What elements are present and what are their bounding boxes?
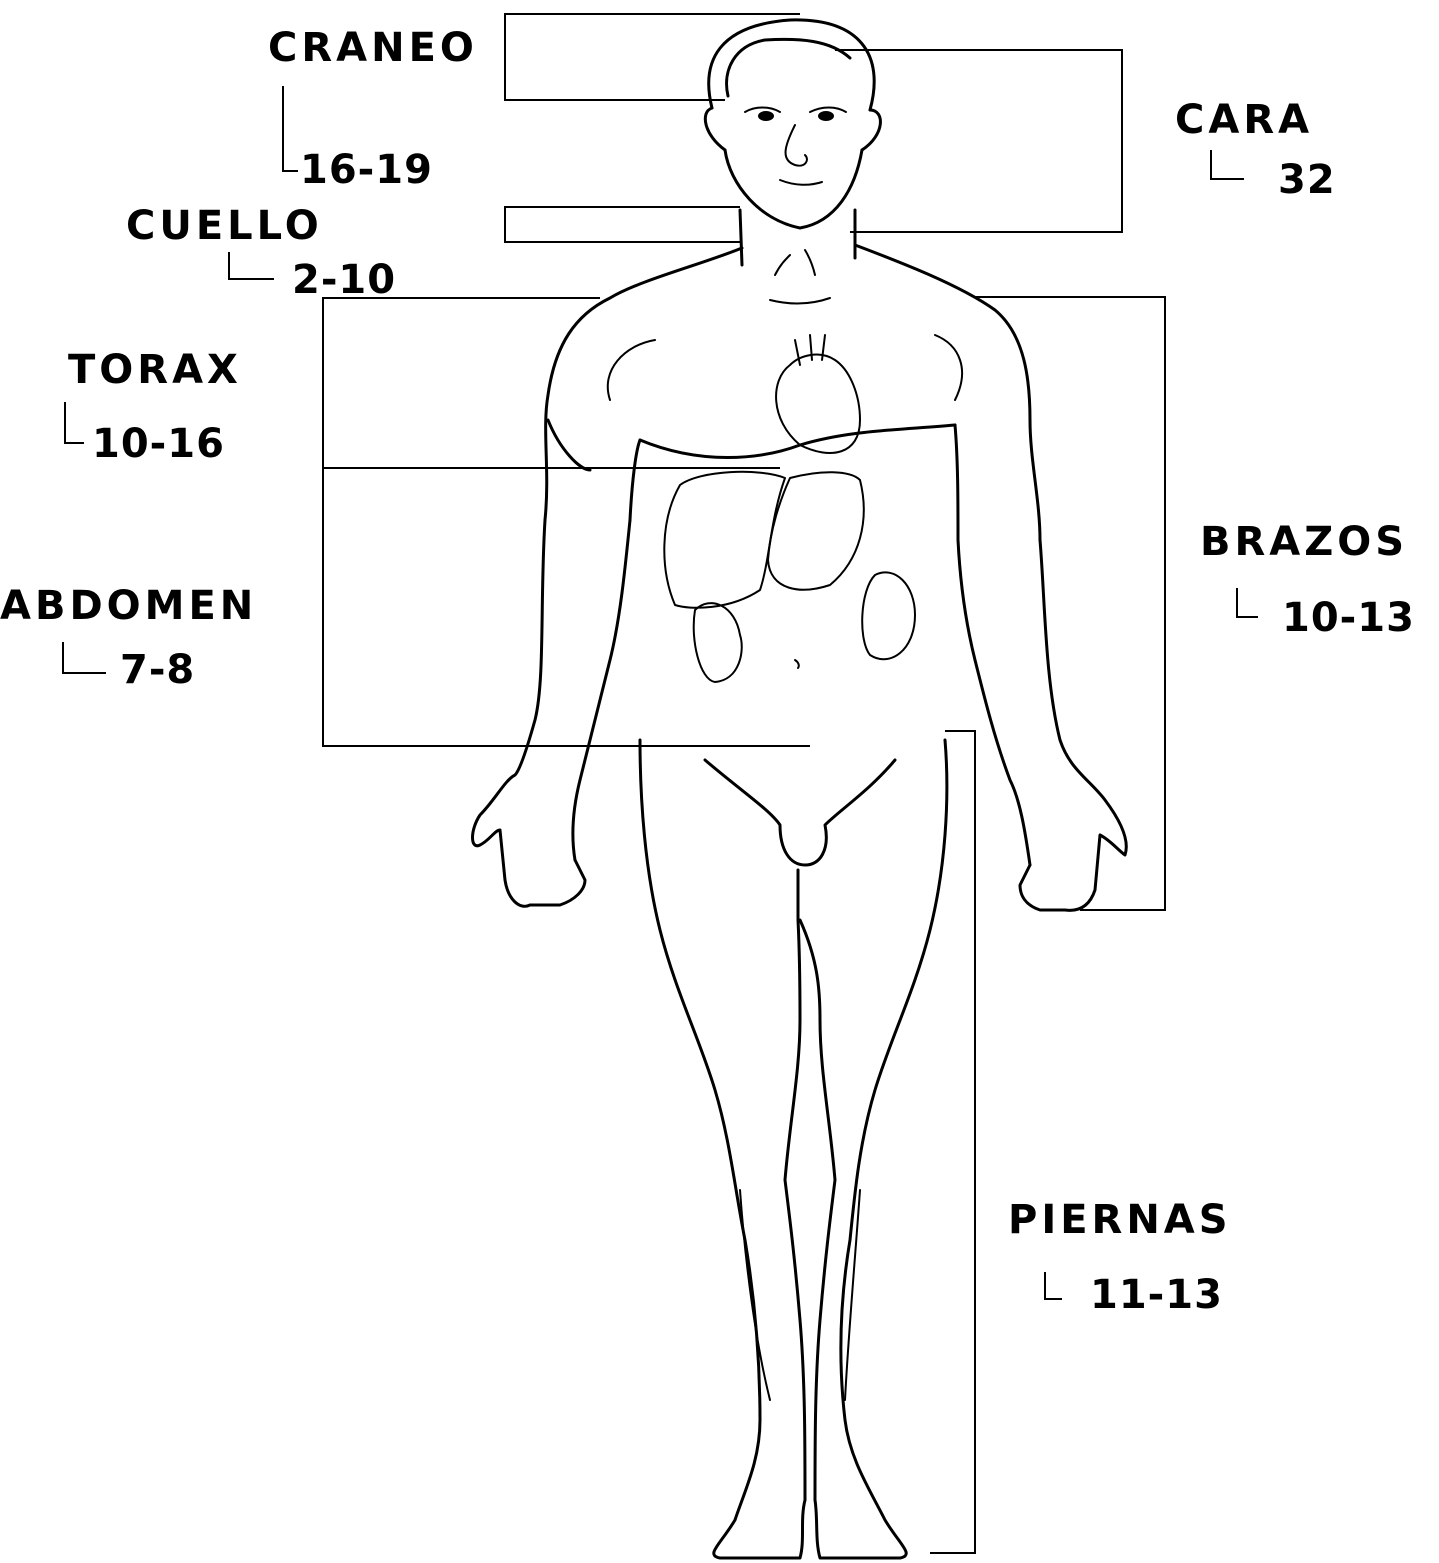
cara-frame — [835, 50, 1122, 232]
label-torax: TORAX — [68, 350, 242, 390]
range-abdomen: 7-8 — [120, 650, 195, 690]
label-abdomen: ABDOMEN — [0, 586, 257, 626]
elbow-brazos — [1236, 588, 1258, 618]
label-cara: CARA — [1175, 100, 1313, 140]
label-piernas: PIERNAS — [1008, 1200, 1232, 1240]
range-piernas: 11-13 — [1090, 1275, 1223, 1315]
range-cuello: 2-10 — [292, 260, 396, 300]
elbow-craneo — [282, 86, 298, 172]
elbow-cara — [1210, 150, 1244, 180]
label-cuello: CUELLO — [126, 206, 323, 246]
abdomen-frame — [323, 468, 810, 746]
region-frames — [323, 14, 1165, 1553]
brazos-frame — [975, 297, 1165, 910]
elbow-abdomen — [62, 642, 106, 674]
elbow-cuello — [228, 252, 274, 280]
elbow-torax — [64, 402, 84, 444]
head — [705, 20, 880, 228]
piernas-frame — [930, 731, 975, 1553]
legs — [640, 740, 947, 1558]
range-craneo: 16-19 — [300, 150, 433, 190]
label-brazos: BRAZOS — [1200, 522, 1408, 562]
elbow-piernas — [1044, 1272, 1062, 1300]
label-craneo: CRANEO — [268, 28, 478, 68]
range-torax: 10-16 — [92, 424, 225, 464]
range-cara: 32 — [1278, 160, 1336, 200]
cuello-frame — [505, 207, 740, 242]
arms — [473, 425, 1127, 910]
range-brazos: 10-13 — [1282, 598, 1415, 638]
